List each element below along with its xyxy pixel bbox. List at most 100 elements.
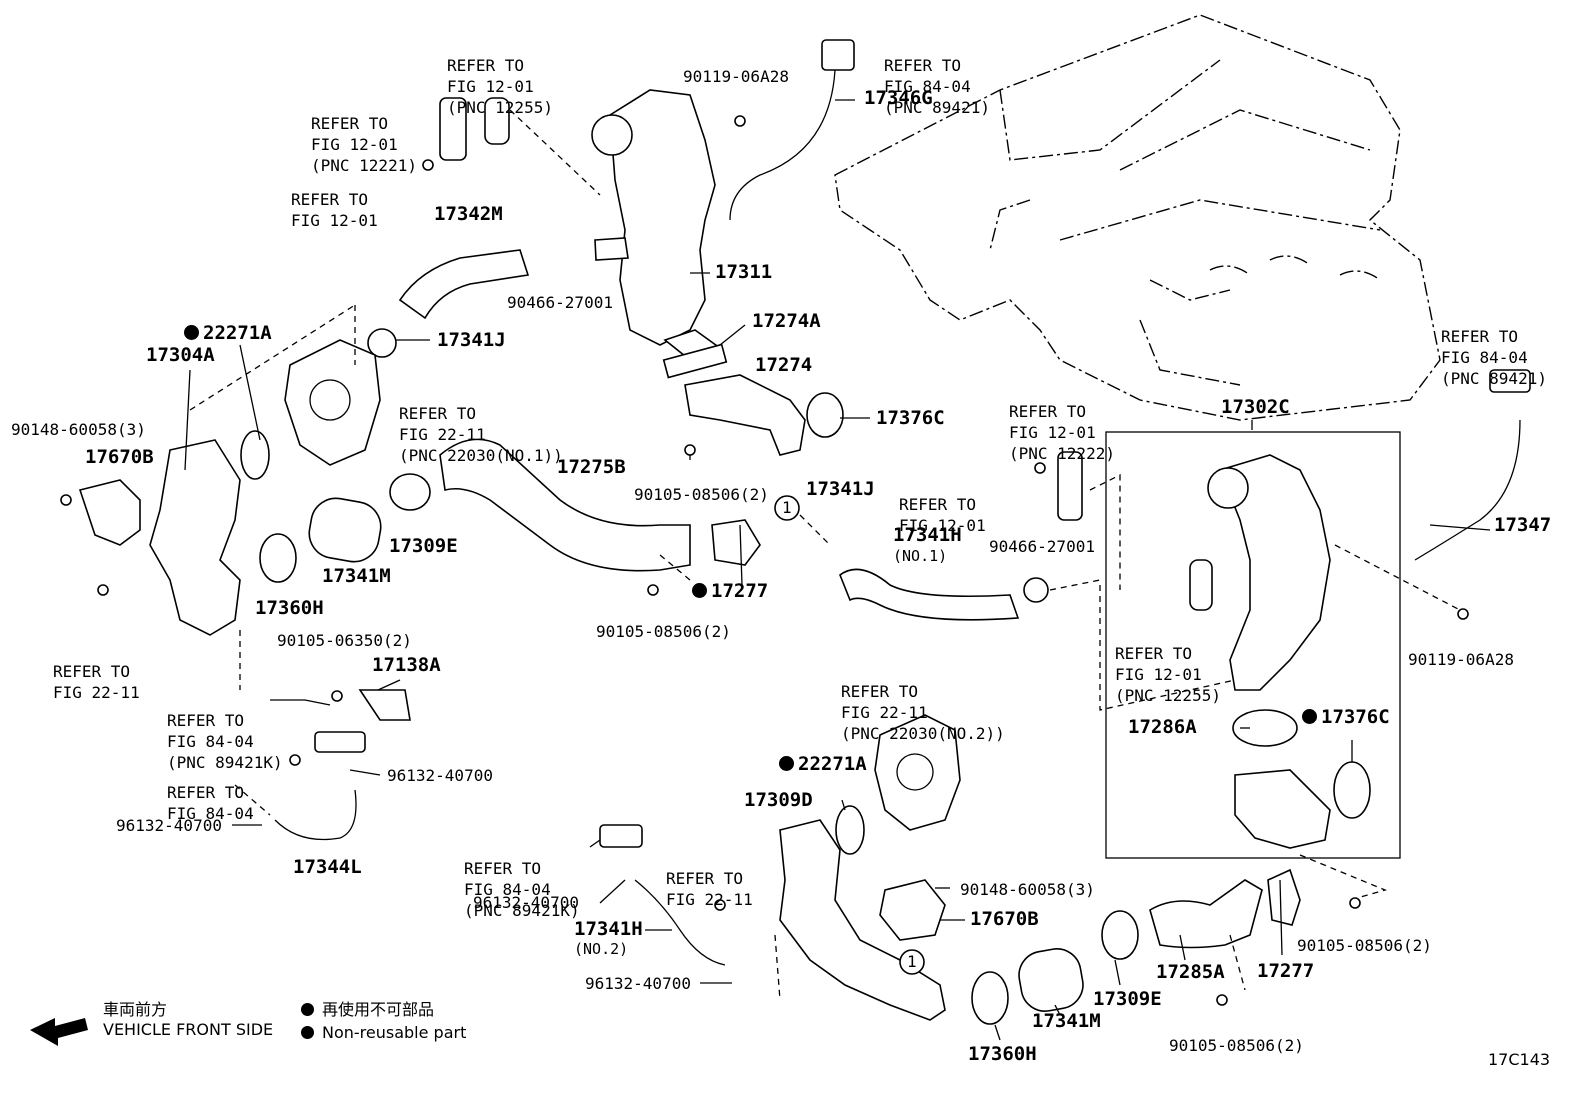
part-17341m-bottom: 17341M	[1032, 1010, 1101, 1032]
part-90105-08506-c: 90105-08506(2)	[1297, 936, 1432, 955]
part-17346g: 17346G	[864, 87, 933, 109]
gasket-17376c-top	[806, 392, 844, 438]
engine-outline	[834, 14, 1441, 421]
callout-1-top-label: 1	[782, 498, 792, 517]
part-17341j-top: 17341J	[437, 329, 506, 351]
thermostat-17670b-bottom	[879, 879, 946, 941]
front-arrow-icon	[30, 1018, 88, 1046]
group-box-17302c	[1105, 431, 1401, 859]
clamp-17309e-top	[389, 473, 431, 511]
part-17341h-no1: 17341H	[893, 524, 962, 546]
pipe-17275b	[439, 438, 691, 572]
hose-17342m	[398, 249, 530, 320]
part-17286a: 17286A	[1128, 716, 1197, 738]
gasket-17277-bottom	[1267, 868, 1301, 926]
gasket-17277-top	[711, 519, 761, 566]
non-reusable-dot	[1302, 709, 1317, 724]
part-90105-08506-d: 90105-08506(2)	[1169, 1036, 1304, 1055]
clamp-17360h-top	[259, 533, 297, 583]
part-17670b-bottom: 17670B	[970, 908, 1039, 930]
gasket-12255-right	[1189, 559, 1213, 611]
part-17275b: 17275B	[557, 456, 626, 478]
part-17376c-top: 17376C	[876, 407, 945, 429]
part-17274a: 17274A	[752, 310, 821, 332]
part-17342m: 17342M	[434, 203, 503, 225]
part-96132-40700-c: 96132-40700	[473, 893, 579, 912]
throttle-body-no2	[874, 714, 961, 831]
part-90119-06a28-top: 90119-06A28	[683, 67, 789, 86]
part-17304a: 17304A	[146, 344, 215, 366]
hose-17341m-bottom	[1018, 948, 1084, 1012]
legend-nonreuse-en: Non-reusable part	[301, 1022, 466, 1043]
part-22271a-top: 22271A	[184, 323, 272, 344]
part-96132-40700-b: 96132-40700	[116, 816, 222, 835]
sensor-top	[821, 39, 855, 71]
bracket-17138a	[358, 689, 411, 721]
gasket-12255-top	[484, 97, 510, 145]
part-90148-60058-bottom: 90148-60058(3)	[960, 880, 1095, 899]
hose-17341h-no1	[839, 568, 1020, 621]
elbow-17274	[684, 374, 806, 456]
part-17376c-right: 17376C	[1302, 707, 1390, 728]
legend-front-en: VEHICLE FRONT SIDE	[103, 1020, 274, 1039]
part-90105-08506-a: 90105-08506(2)	[634, 485, 769, 504]
sensor-89421k-left	[314, 731, 366, 753]
plate-12221	[439, 97, 467, 161]
part-17341h-no2-suffix: (NO.2)	[574, 940, 629, 958]
part-90105-08506-b: 90105-08506(2)	[596, 622, 731, 641]
gasket-22271a-bottom	[835, 805, 865, 855]
part-17341h-no2: 17341H	[574, 918, 643, 940]
part-17274: 17274	[755, 354, 813, 376]
water-outlet-17311	[591, 89, 722, 361]
part-17277-top-text: 17277	[711, 580, 769, 602]
part-96132-40700-a: 96132-40700	[387, 766, 493, 785]
part-17360h-top: 17360H	[255, 597, 324, 619]
non-reusable-dot	[692, 583, 707, 598]
callout-1-bottom	[899, 949, 925, 975]
clamp-90466-mid	[1023, 577, 1049, 603]
pipe-17285a	[1149, 879, 1263, 949]
legend-nonreuse-jp: 再使用不可部品	[301, 999, 434, 1020]
legend-nonreuse-jp-text: 再使用不可部品	[322, 1000, 435, 1019]
part-17302c: 17302C	[1221, 396, 1290, 418]
part-17670b-left: 17670B	[85, 446, 154, 468]
gasket-22271a-top	[240, 430, 270, 480]
hose-17341h-no2	[634, 879, 726, 966]
part-90119-06a28-right: 90119-06A28	[1408, 650, 1514, 669]
part-22271a-bottom: 22271A	[779, 754, 867, 775]
hose-17347	[1414, 419, 1521, 561]
gasket-17376c-right	[1333, 761, 1371, 819]
part-96132-40700-d: 96132-40700	[585, 974, 691, 993]
part-17138a: 17138A	[372, 654, 441, 676]
pipe-17304a	[149, 439, 241, 636]
non-reusable-dot	[184, 325, 199, 340]
gasket-17274a	[662, 343, 728, 379]
hose-17344l	[274, 789, 357, 841]
clamp-17286a	[1232, 709, 1298, 747]
sensor-right	[1489, 369, 1531, 393]
part-17376c-right-text: 17376C	[1321, 706, 1390, 728]
part-90105-06350: 90105-06350(2)	[277, 631, 412, 650]
leader-lines	[184, 99, 1491, 1041]
legend-nonreuse-en-text: Non-reusable part	[322, 1023, 467, 1042]
part-17341h-no1-suffix: (NO.1)	[893, 547, 948, 565]
non-reusable-dot	[301, 1026, 314, 1039]
part-17309e-top: 17309E	[389, 535, 458, 557]
callout-1-top	[774, 495, 800, 521]
clamp-17341j	[367, 328, 397, 358]
hose-17346g	[729, 69, 836, 221]
part-17309e-bottom: 17309E	[1093, 988, 1162, 1010]
part-17311: 17311	[715, 261, 773, 283]
part-17277-top: 17277	[692, 581, 768, 602]
